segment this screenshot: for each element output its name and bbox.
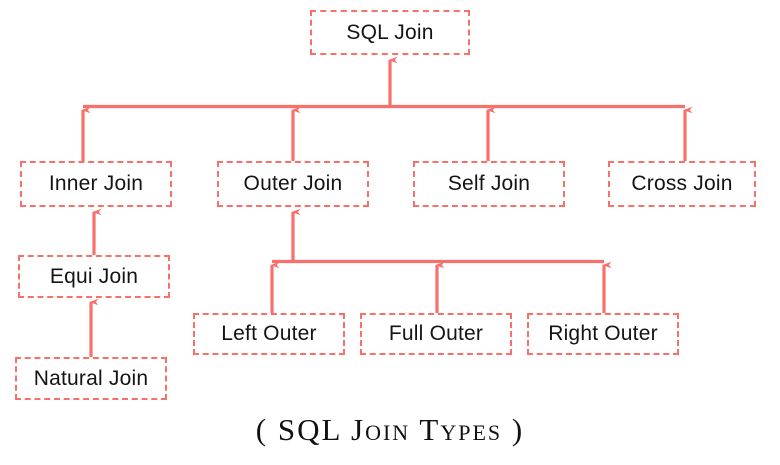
- node-natural-join[interactable]: Natural Join: [15, 357, 167, 400]
- node-equi-join[interactable]: Equi Join: [18, 255, 170, 298]
- node-outer-join[interactable]: Outer Join: [217, 161, 369, 207]
- diagram-caption: ( SQL Join Types ): [255, 412, 525, 447]
- node-full-outer[interactable]: Full Outer: [360, 313, 512, 355]
- node-inner-join[interactable]: Inner Join: [20, 161, 172, 207]
- node-sql-join[interactable]: SQL Join: [310, 10, 470, 55]
- node-left-outer[interactable]: Left Outer: [193, 313, 345, 355]
- node-cross-join[interactable]: Cross Join: [608, 161, 756, 207]
- node-right-outer[interactable]: Right Outer: [527, 313, 679, 355]
- node-self-join[interactable]: Self Join: [413, 161, 565, 207]
